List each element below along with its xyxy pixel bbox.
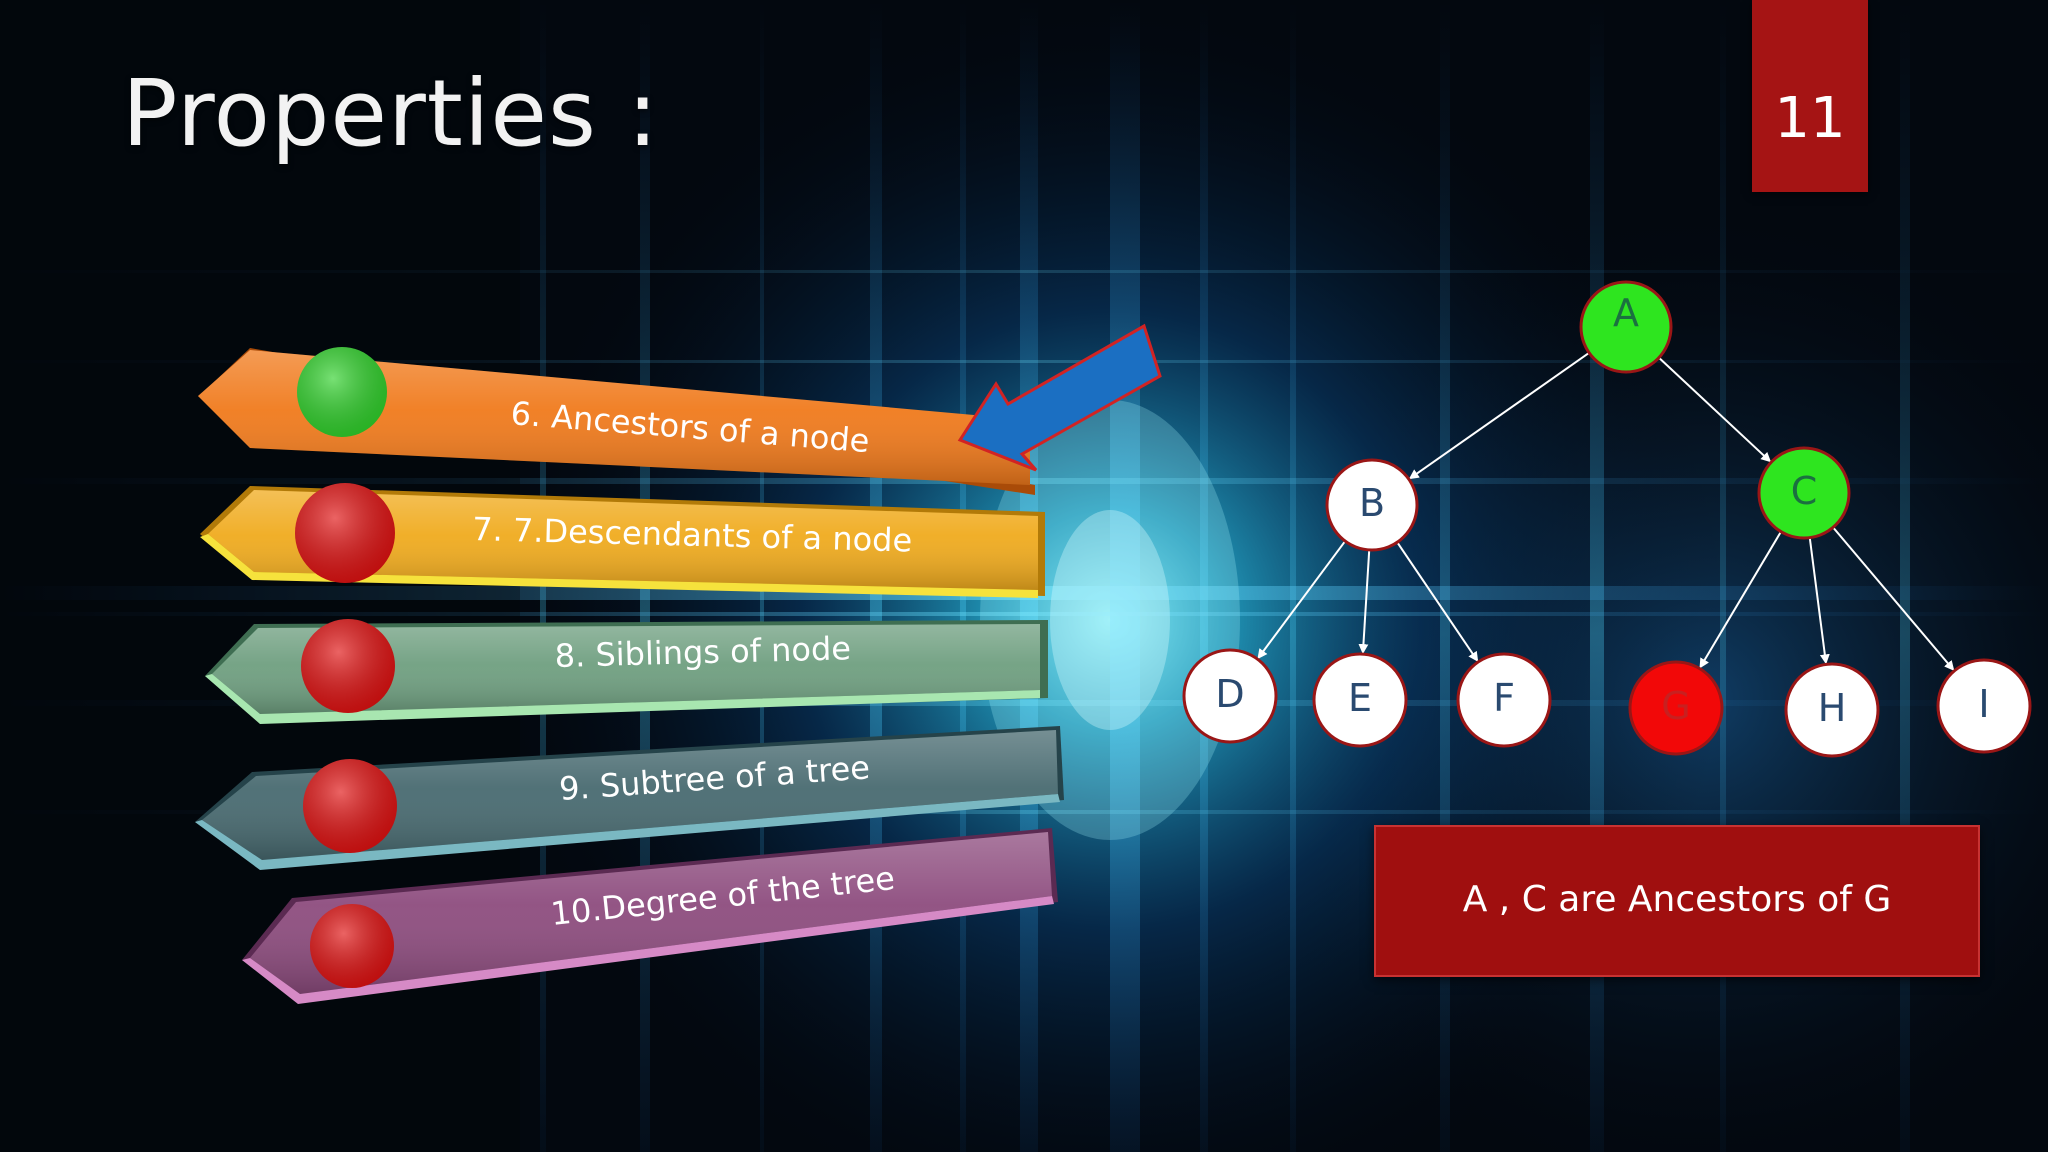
band-shine xyxy=(212,624,1040,714)
tree-node-d: D xyxy=(1182,648,1278,744)
tree-node-circle xyxy=(1628,660,1724,756)
tree-edge-b-f xyxy=(1391,535,1479,662)
tree-node-label: E xyxy=(1348,676,1372,720)
tree-node-circle xyxy=(1456,652,1552,748)
tree-edge-a-c xyxy=(1652,351,1772,463)
tree-node-g: G xyxy=(1628,660,1724,756)
dot-shade xyxy=(295,483,395,583)
dot-shade xyxy=(303,759,397,853)
tree-node-label: I xyxy=(1978,682,1989,726)
tree-edge-c-i xyxy=(1827,520,1955,671)
band-edge xyxy=(200,534,1038,598)
tree-edge-b-d xyxy=(1257,534,1351,660)
tree-edge-a-b xyxy=(1408,347,1597,480)
tree-node-label: C xyxy=(1791,469,1818,513)
property-item-descendants[interactable]: 7. 7.Descendants of a node xyxy=(200,483,1045,598)
tree-node-h: H xyxy=(1784,662,1880,758)
band-shine xyxy=(208,490,1038,590)
tree-node-circle xyxy=(1757,446,1851,540)
band-edge xyxy=(205,674,1040,724)
page-title: Properties : xyxy=(122,60,660,167)
tree-node-label: D xyxy=(1215,672,1244,716)
dot-shade xyxy=(310,904,394,988)
tree-node-c: C xyxy=(1757,446,1851,540)
tree-node-circle xyxy=(1579,280,1673,374)
tree-node-circle xyxy=(1312,652,1408,748)
band-edge xyxy=(242,896,1054,1004)
tree-node-label: A xyxy=(1613,291,1639,335)
tree-node-circle xyxy=(1182,648,1278,744)
property-item-ancestors[interactable]: 6. Ancestors of a node xyxy=(198,347,1035,495)
band-shine xyxy=(250,832,1052,994)
band-shine xyxy=(202,730,1058,860)
property-item-degree[interactable]: 10.Degree of the tree xyxy=(242,828,1058,1004)
tree-node-circle xyxy=(1784,662,1880,758)
tree-node-label: G xyxy=(1661,684,1690,728)
tree-node-a: A xyxy=(1579,280,1673,374)
slide-number-badge: 11 xyxy=(1752,0,1868,192)
tree-edge-b-e xyxy=(1358,541,1371,655)
tree-node-label: H xyxy=(1818,686,1847,730)
tree-node-label: B xyxy=(1359,481,1385,525)
tree-edge-c-g xyxy=(1699,524,1786,669)
arrow-pointing-icon xyxy=(957,323,1162,472)
tree-node-e: E xyxy=(1312,652,1408,748)
tree-node-label: F xyxy=(1493,676,1515,720)
tree-node-f: F xyxy=(1456,652,1552,748)
property-label: 8. Siblings of node xyxy=(554,629,851,675)
caption-text: A , C are Ancestors of G xyxy=(1462,879,1892,920)
property-item-subtree[interactable]: 9. Subtree of a tree xyxy=(195,726,1064,870)
dot-shade xyxy=(297,347,387,437)
tree-node-b: B xyxy=(1325,458,1419,552)
tree-nodes: A B C D E F G H I xyxy=(1182,280,2032,758)
tree-node-circle xyxy=(1325,458,1419,552)
dot-shade xyxy=(301,619,395,713)
tree-edges xyxy=(1257,347,1955,671)
slide-number: 11 xyxy=(1774,86,1846,151)
tree-edge-c-h xyxy=(1807,529,1830,665)
band-shine xyxy=(198,350,1030,485)
property-item-siblings[interactable]: 8. Siblings of node xyxy=(205,619,1048,724)
tree-node-i: I xyxy=(1936,658,2032,754)
band-edge xyxy=(195,794,1060,870)
tree-node-circle xyxy=(1936,658,2032,754)
caption-box: A , C are Ancestors of G xyxy=(1374,825,1980,977)
